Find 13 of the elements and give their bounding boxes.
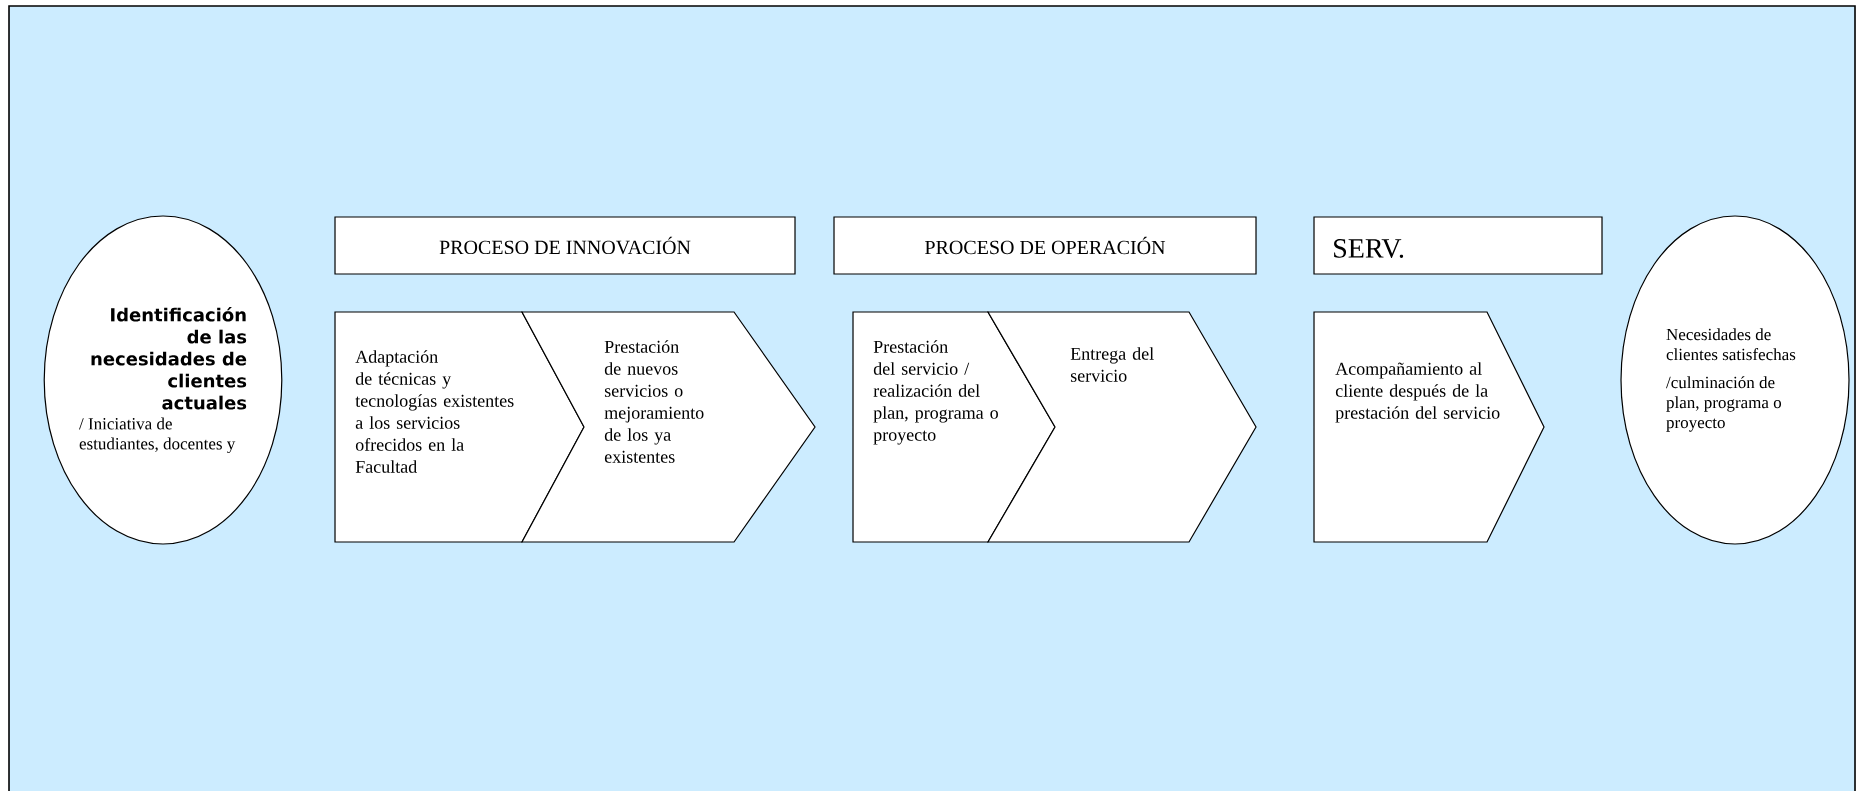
ellipse-node — [43, 215, 283, 545]
chevron-step: Prestación del servicio / realización del plan, programa o proyecto — [852, 311, 1056, 543]
process-header-box: PROCESO DE OPERACIÓN — [833, 216, 1257, 275]
node-text: / Iniciativa de estudiantes, docentes y — [79, 417, 236, 453]
ellipse-node — [1620, 215, 1850, 545]
process-header-box: PROCESO DE INNOVACIÓN — [334, 216, 796, 275]
node-heading: Identificación de las necesidades de clientes actuales — [91, 306, 247, 410]
chevron-step: Prestación de nuevos servicios o mejoramiento de los ya existentes — [521, 311, 816, 543]
chevron-step: Acompañamiento al cliente después de la prestación del servicio — [1313, 311, 1545, 543]
chevron-step: Adaptación de técnicas y tecnologías existentes a los servicios ofrecidos en la Facultad — [334, 311, 585, 543]
process-header-box: SERV. — [1313, 216, 1603, 275]
node-text: /culminación de plan, programa o proyecto — [1666, 376, 1782, 432]
node-text: Necesidades de clientes satisfechas — [1666, 328, 1796, 361]
